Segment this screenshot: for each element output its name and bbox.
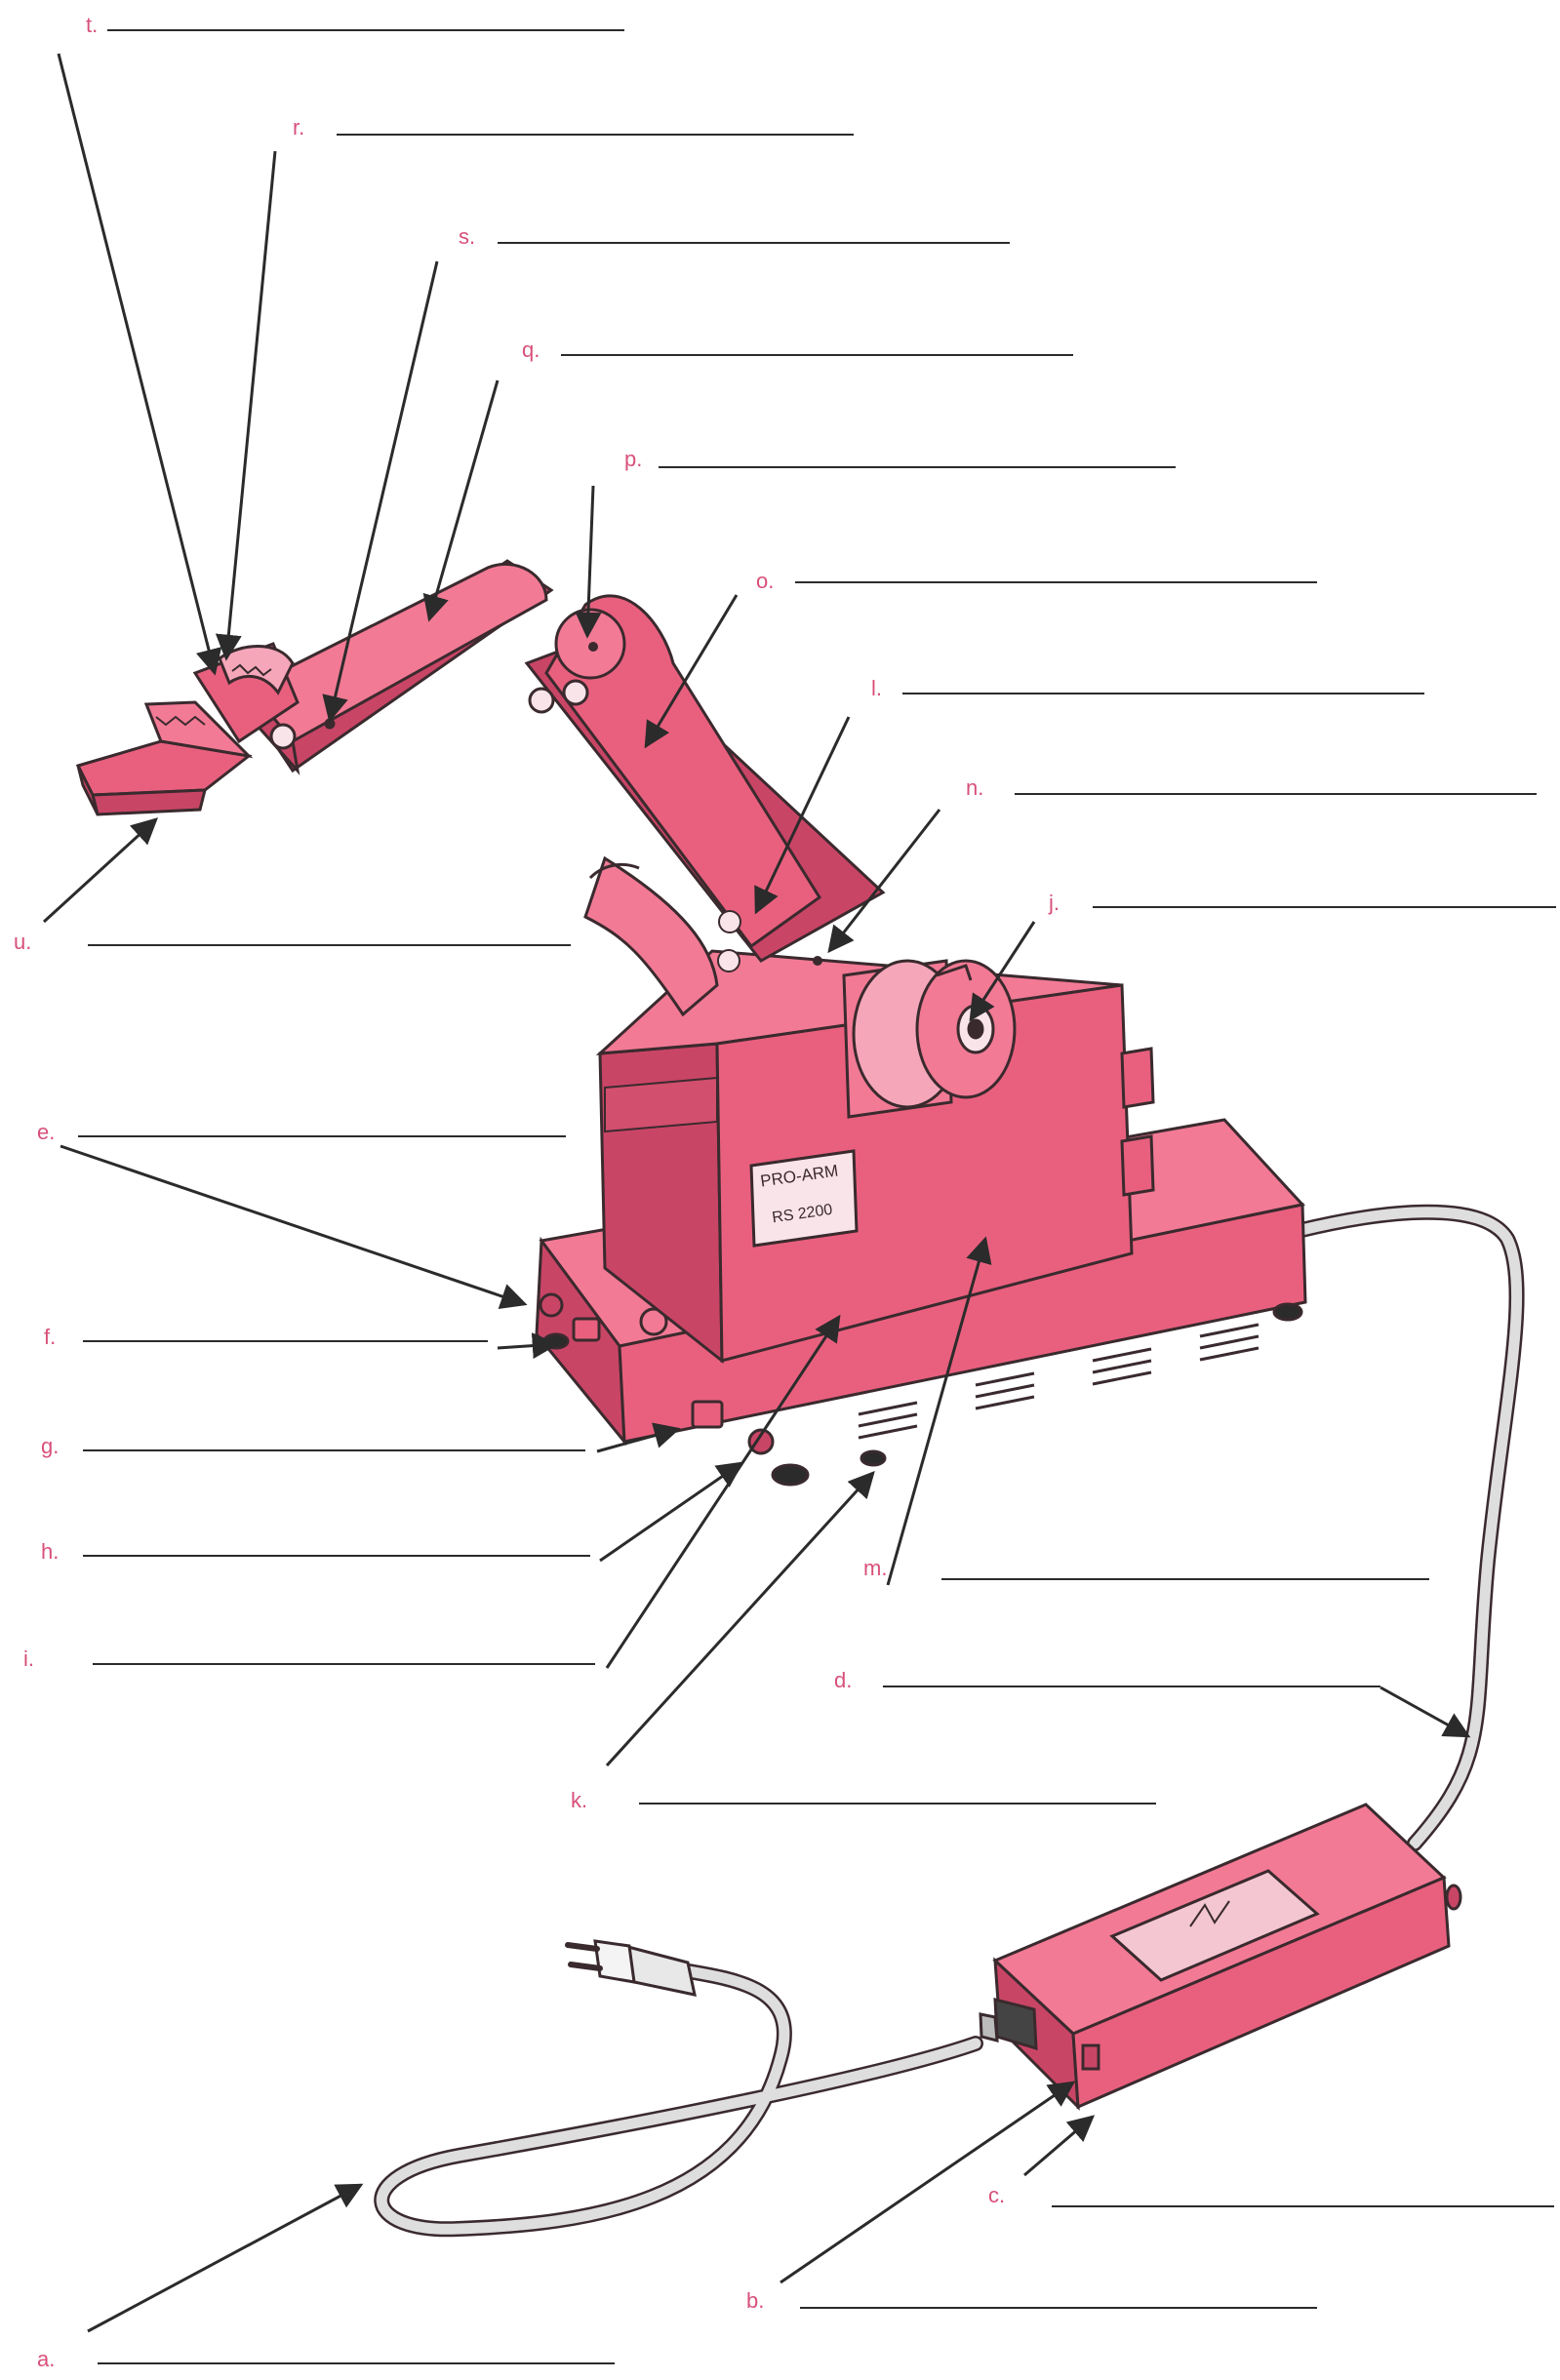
answer-line-i[interactable]	[93, 1663, 595, 1665]
answer-line-k[interactable]	[639, 1803, 1156, 1805]
answer-line-s[interactable]	[498, 242, 1010, 244]
power-cord-main	[1290, 1204, 1525, 1851]
answer-line-f[interactable]	[83, 1340, 488, 1342]
answer-line-n[interactable]	[1015, 793, 1537, 795]
label-i: i.	[23, 1646, 34, 1671]
upper-arm	[524, 594, 886, 1017]
label-h: h.	[41, 1539, 60, 1564]
label-j: j.	[1049, 891, 1060, 915]
answer-line-q[interactable]	[561, 354, 1073, 356]
base-vents	[858, 1323, 1260, 1440]
label-o: o.	[756, 569, 775, 593]
label-k: k.	[571, 1788, 588, 1812]
label-a: a.	[37, 2347, 56, 2371]
label-m: m.	[863, 1556, 888, 1580]
label-n: n.	[966, 775, 984, 800]
label-f: f.	[44, 1325, 57, 1349]
answer-line-u[interactable]	[88, 944, 571, 946]
label-p: p.	[624, 447, 643, 471]
answer-line-t[interactable]	[107, 29, 624, 31]
gripper	[75, 642, 300, 816]
answer-line-p[interactable]	[659, 466, 1176, 468]
answer-line-d[interactable]	[883, 1686, 1380, 1687]
transformer	[979, 1803, 1462, 2111]
answer-line-l[interactable]	[902, 693, 1424, 694]
answer-line-c[interactable]	[1052, 2205, 1554, 2207]
label-d: d.	[834, 1668, 853, 1692]
label-c: c.	[988, 2183, 1006, 2207]
label-u: u.	[14, 930, 32, 954]
answer-line-h[interactable]	[83, 1555, 590, 1557]
label-g: g.	[41, 1434, 60, 1458]
answer-line-m[interactable]	[941, 1578, 1429, 1580]
answer-line-e[interactable]	[78, 1135, 566, 1137]
answer-line-g[interactable]	[83, 1449, 585, 1451]
label-b: b.	[746, 2288, 765, 2313]
label-r: r.	[293, 115, 305, 139]
nameplate	[749, 1149, 859, 1248]
wall-plug	[565, 1939, 697, 1997]
label-q: q.	[522, 337, 540, 362]
answer-line-o[interactable]	[795, 581, 1317, 583]
label-t: t.	[86, 13, 99, 37]
pointer-arrows	[42, 53, 1471, 2333]
answer-line-j[interactable]	[1093, 906, 1556, 908]
label-l: l.	[871, 676, 882, 700]
answer-line-a[interactable]	[98, 2362, 615, 2364]
answer-line-b[interactable]	[800, 2307, 1317, 2309]
answer-line-r[interactable]	[337, 134, 854, 136]
upper-arm-joint-markers	[588, 642, 822, 972]
label-s: s.	[459, 224, 476, 249]
label-e: e.	[37, 1120, 56, 1144]
